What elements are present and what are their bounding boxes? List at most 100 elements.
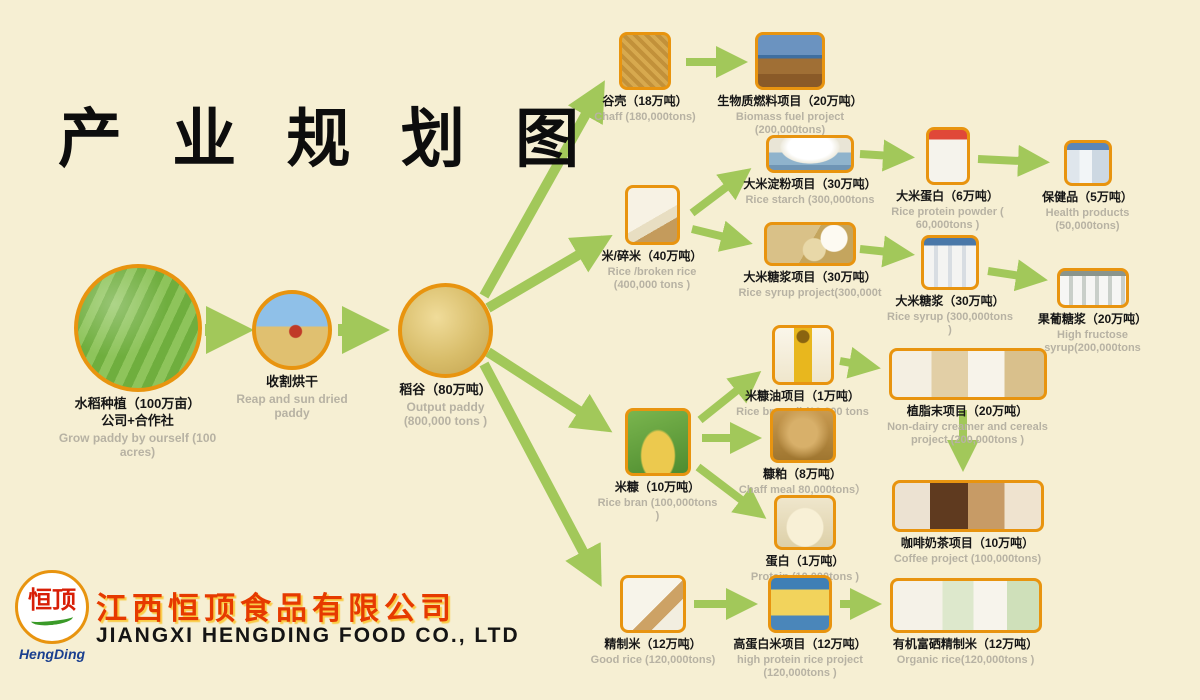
rice-protein-label-cn: 大米蛋白（6万吨） — [896, 189, 999, 203]
node-grow-paddy: 水稻种植（100万亩） 公司+合作社 Grow paddy by ourself… — [40, 264, 235, 460]
harvester-image — [252, 290, 332, 370]
syrup-project-label-cn: 大米糖浆项目（30万吨） — [743, 270, 877, 284]
biomass-label-cn: 生物质燃料项目（20万吨） — [717, 94, 863, 108]
node-organic-rice: 有机富硒精制米（12万吨） Organic rice(120,000tons ) — [868, 578, 1063, 667]
logo-characters: 恒顶 — [28, 587, 76, 614]
arrow-paddy-to-bran — [485, 347, 613, 433]
fructose-label-cn: 果葡糖浆（20万吨） — [1037, 312, 1148, 326]
arrow-syrupproject-to-syrup — [859, 235, 915, 268]
company-name-cn: 江西恒顶食品有限公司 — [96, 591, 456, 626]
health-label-cn: 保健品（5万吨） — [1042, 190, 1133, 204]
hp-rice-label-cn: 高蛋白米项目（12万吨） — [733, 637, 867, 651]
company-name-en: JIANGXI HENGDING FOOD CO., LTD — [96, 624, 520, 647]
bran-label-cn: 米糠（10万吨） — [614, 480, 701, 494]
grow-label-cn2: 公司+合作社 — [101, 412, 174, 428]
protein-image — [774, 495, 836, 550]
chaff-image — [619, 32, 671, 90]
node-chaff: 谷壳（18万吨） Chaff (180,000tons) — [585, 32, 705, 124]
starch-label-en: Rice starch (300,000tons — [745, 193, 875, 206]
node-high-protein-rice: 高蛋白米项目（12万吨） high protein rice project (… — [730, 575, 870, 680]
starch-label-cn: 大米淀粉项目（30万吨） — [743, 177, 877, 191]
paddy-grain-image — [398, 283, 493, 378]
paddy-field-image — [73, 264, 202, 392]
arrow-bran-to-protein — [695, 463, 767, 519]
node-reap: 收割烘干 Reap and sun dried paddy — [232, 290, 352, 421]
node-rice: 米/碎米（40万吨） Rice /broken rice (400,000 to… — [592, 185, 712, 292]
organic-label-cn: 有机富硒精制米（12万吨） — [892, 637, 1039, 651]
bran-oil-image — [771, 325, 834, 385]
node-biomass: 生物质燃料项目（20万吨） Biomass fuel project (200,… — [715, 32, 865, 137]
rice-image — [624, 185, 680, 245]
node-fructose-syrup: 果葡糖浆（20万吨） High fructose syrup(200,000to… — [1010, 268, 1175, 355]
creamer-label-cn: 植脂末项目（20万吨） — [906, 404, 1029, 418]
logo-wordmark: HengDing — [18, 646, 86, 662]
grow-label-cn: 水稻种植（100万亩） — [74, 396, 201, 411]
chaff-meal-image — [769, 408, 836, 463]
coffee-label-en: Coffee project (100,000tons) — [893, 552, 1042, 565]
arrow-paddy-to-chaff — [479, 80, 605, 299]
good-rice-image — [620, 575, 686, 633]
paddy-label-en: Output paddy (800,000 tons ) — [403, 399, 488, 429]
arrow-starch-to-riceprotein — [859, 139, 915, 172]
arrow-syrup-to-fructose — [987, 259, 1048, 292]
node-coffee: 咖啡奶茶项目（10万吨） Coffee project (100,000tons… — [870, 480, 1065, 566]
good-rice-label-en: Good rice (120,000tons) — [590, 653, 716, 666]
rice-bran-image — [624, 408, 691, 476]
chaff-meal-label-en: Chaff meal 80,000tons） — [738, 483, 867, 496]
high-protein-rice-image — [768, 575, 832, 633]
syrup-label-cn: 大米糖浆（30万吨） — [895, 294, 1005, 308]
node-output-paddy: 稻谷（80万吨） Output paddy (800,000 tons ) — [383, 283, 508, 429]
bran-label-en: Rice bran (100,000tons ) — [597, 496, 718, 522]
node-good-rice: 精制米（12万吨） Good rice (120,000tons) — [588, 575, 718, 667]
fructose-syrup-image — [1056, 268, 1129, 308]
organic-label-en: Organic rice(120,000tons ) — [896, 653, 1035, 666]
node-syrup-project: 大米糖浆项目（30万吨） Rice syrup project(300,000t — [735, 222, 885, 300]
bran-oil-label-cn: 米糠油项目（1万吨） — [745, 389, 860, 403]
biomass-label-en: Biomass fuel project (200,000tons) — [735, 110, 845, 136]
rice-syrup-image — [921, 235, 979, 290]
organic-rice-image — [889, 578, 1042, 633]
rice-protein-label-en: Rice protein powder ( 60,000tons ) — [891, 205, 1004, 231]
rice-label-en: Rice /broken rice (400,000 tons ) — [607, 265, 697, 291]
node-creamer: 植脂末项目（20万吨） Non-dairy creamer and cereal… — [870, 348, 1065, 447]
syrup-label-en: Rice syrup (300,000tons ) — [887, 310, 1013, 336]
syrup-project-image — [764, 222, 856, 266]
arrow-paddy-to-goodrice — [479, 361, 602, 587]
rice-label-cn: 米/碎米（40万吨） — [601, 249, 703, 263]
page-title: 产 业 规 划 图 — [58, 102, 594, 177]
company-logo: 恒顶 HengDing — [12, 570, 92, 662]
fructose-label-en: High fructose syrup(200,000tons — [1044, 328, 1141, 354]
hengding-logo-icon: 恒顶 — [15, 570, 89, 644]
node-rice-syrup: 大米糖浆（30万吨） Rice syrup (300,000tons ) — [885, 235, 1015, 337]
chaff-label-cn: 谷壳（18万吨） — [602, 94, 688, 108]
protein-label-cn: 蛋白（1万吨） — [765, 554, 845, 568]
arrow-rice-to-syrupproject — [691, 220, 753, 252]
node-rice-bran: 米糠（10万吨） Rice bran (100,000tons ) — [595, 408, 720, 523]
grow-label-en: Grow paddy by ourself (100 acres) — [58, 430, 217, 460]
syrup-project-label-en: Rice syrup project(300,000t — [738, 286, 882, 299]
good-rice-label-cn: 精制米（12万吨） — [604, 637, 702, 651]
creamer-label-en: Non-dairy creamer and cereals project (2… — [887, 420, 1048, 446]
rice-starch-image — [766, 135, 854, 173]
node-rice-starch: 大米淀粉项目（30万吨） Rice starch (300,000tons — [740, 135, 880, 207]
creamer-image — [888, 348, 1047, 400]
chaff-label-en: Chaff (180,000tons) — [594, 110, 696, 123]
health-products-image — [1063, 140, 1112, 186]
reap-label-cn: 收割烘干 — [265, 374, 318, 389]
biomass-image — [755, 32, 825, 90]
node-protein: 蛋白（1万吨） Protein (10,000tons ) — [740, 495, 870, 584]
arrow-riceprotein-to-health — [977, 144, 1050, 177]
node-chaff-meal: 糠粕（8万吨） Chaff meal 80,000tons） — [735, 408, 870, 497]
arrow-bran-to-oil — [697, 371, 762, 424]
paddy-label-cn: 稻谷（80万吨） — [399, 382, 492, 397]
chaff-meal-label-cn: 糠粕（8万吨） — [763, 467, 842, 481]
coffee-label-cn: 咖啡奶茶项目（10万吨） — [900, 536, 1035, 550]
rice-protein-image — [925, 127, 970, 185]
node-rice-protein: 大米蛋白（6万吨） Rice protein powder ( 60,000to… — [885, 127, 1010, 232]
reap-label-en: Reap and sun dried paddy — [236, 391, 348, 421]
health-label-en: Health products (50,000tons) — [1045, 206, 1130, 232]
hp-rice-label-en: high protein rice project (120,000tons ) — [737, 653, 863, 679]
node-health-products: 保健品（5万吨） Health products (50,000tons) — [1015, 140, 1160, 233]
arrow-paddy-to-rice — [485, 234, 613, 313]
